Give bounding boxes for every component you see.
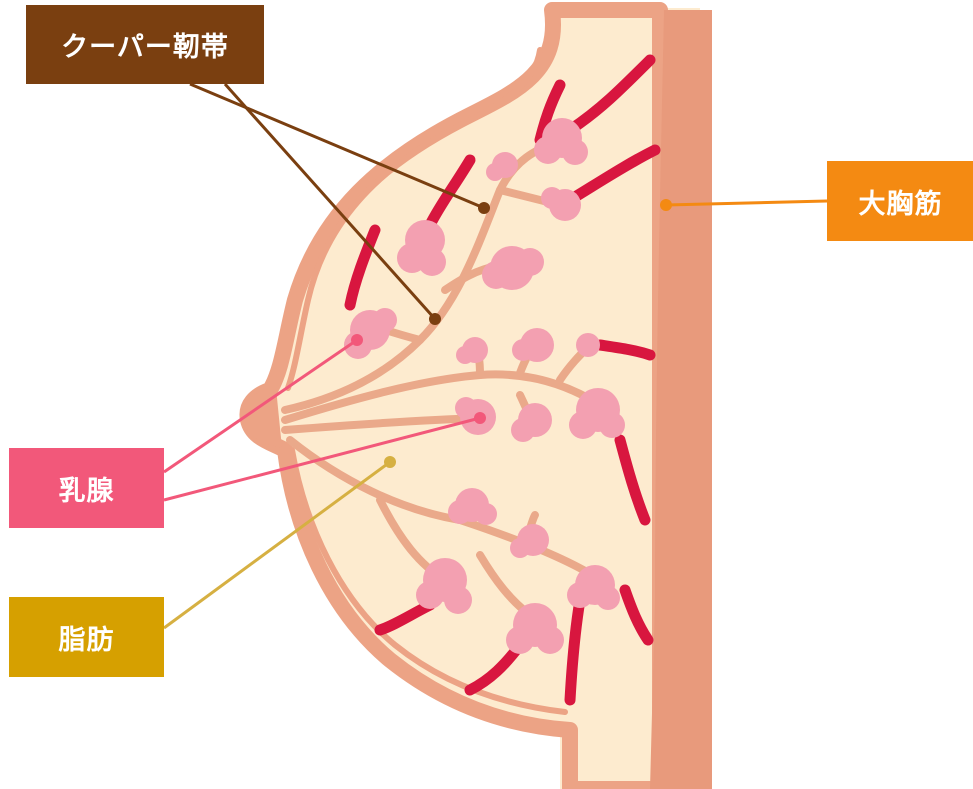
fat-marker xyxy=(384,456,396,468)
mammary-gland-label: 乳腺 xyxy=(9,448,164,528)
gland-marker xyxy=(474,412,486,424)
pectoral-marker xyxy=(660,199,672,211)
pectoral-muscle-label: 大胸筋 xyxy=(827,161,973,241)
cooper-ligament-label: クーパー靭帯 xyxy=(26,5,264,84)
cooper-marker xyxy=(478,202,490,214)
lobule xyxy=(576,333,600,357)
gland-marker xyxy=(351,334,363,346)
fat-label: 脂肪 xyxy=(9,597,164,677)
cooper-marker xyxy=(429,313,441,325)
